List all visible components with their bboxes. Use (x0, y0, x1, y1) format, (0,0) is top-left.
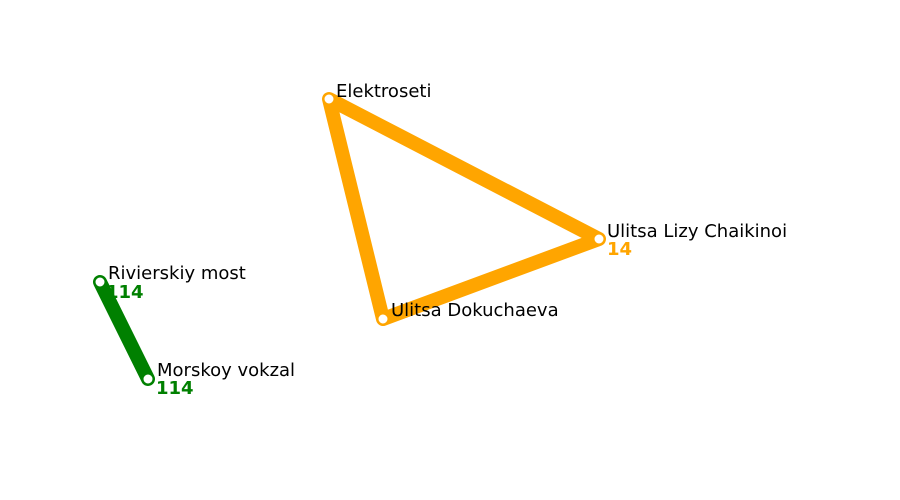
route-number-114-morskoy: 114 (156, 378, 194, 399)
green-route-line[interactable] (93, 275, 155, 386)
stop-label-morskoy-vokzal: Morskoy vokzal (157, 360, 295, 381)
stop-dot-rivierskiy-most[interactable] (93, 275, 107, 289)
route-number-14: 14 (607, 239, 632, 260)
stop-dot-lizy-chaikinoi[interactable] (592, 232, 606, 246)
stop-dot-dokuchaeva[interactable] (376, 312, 390, 326)
route-number-114-rivierskiy: 114 (106, 282, 144, 303)
stop-dot-morskoy-vokzal[interactable] (141, 372, 155, 386)
orange-route-line[interactable] (322, 92, 606, 326)
stop-label-elektroseti: Elektroseti (336, 81, 431, 102)
stop-label-lizy-chaikinoi: Ulitsa Lizy Chaikinoi (607, 221, 787, 242)
stop-label-dokuchaeva: Ulitsa Dokuchaeva (391, 300, 559, 321)
stop-dot-elektroseti[interactable] (322, 92, 336, 106)
stop-label-rivierskiy-most: Rivierskiy most (108, 263, 246, 284)
